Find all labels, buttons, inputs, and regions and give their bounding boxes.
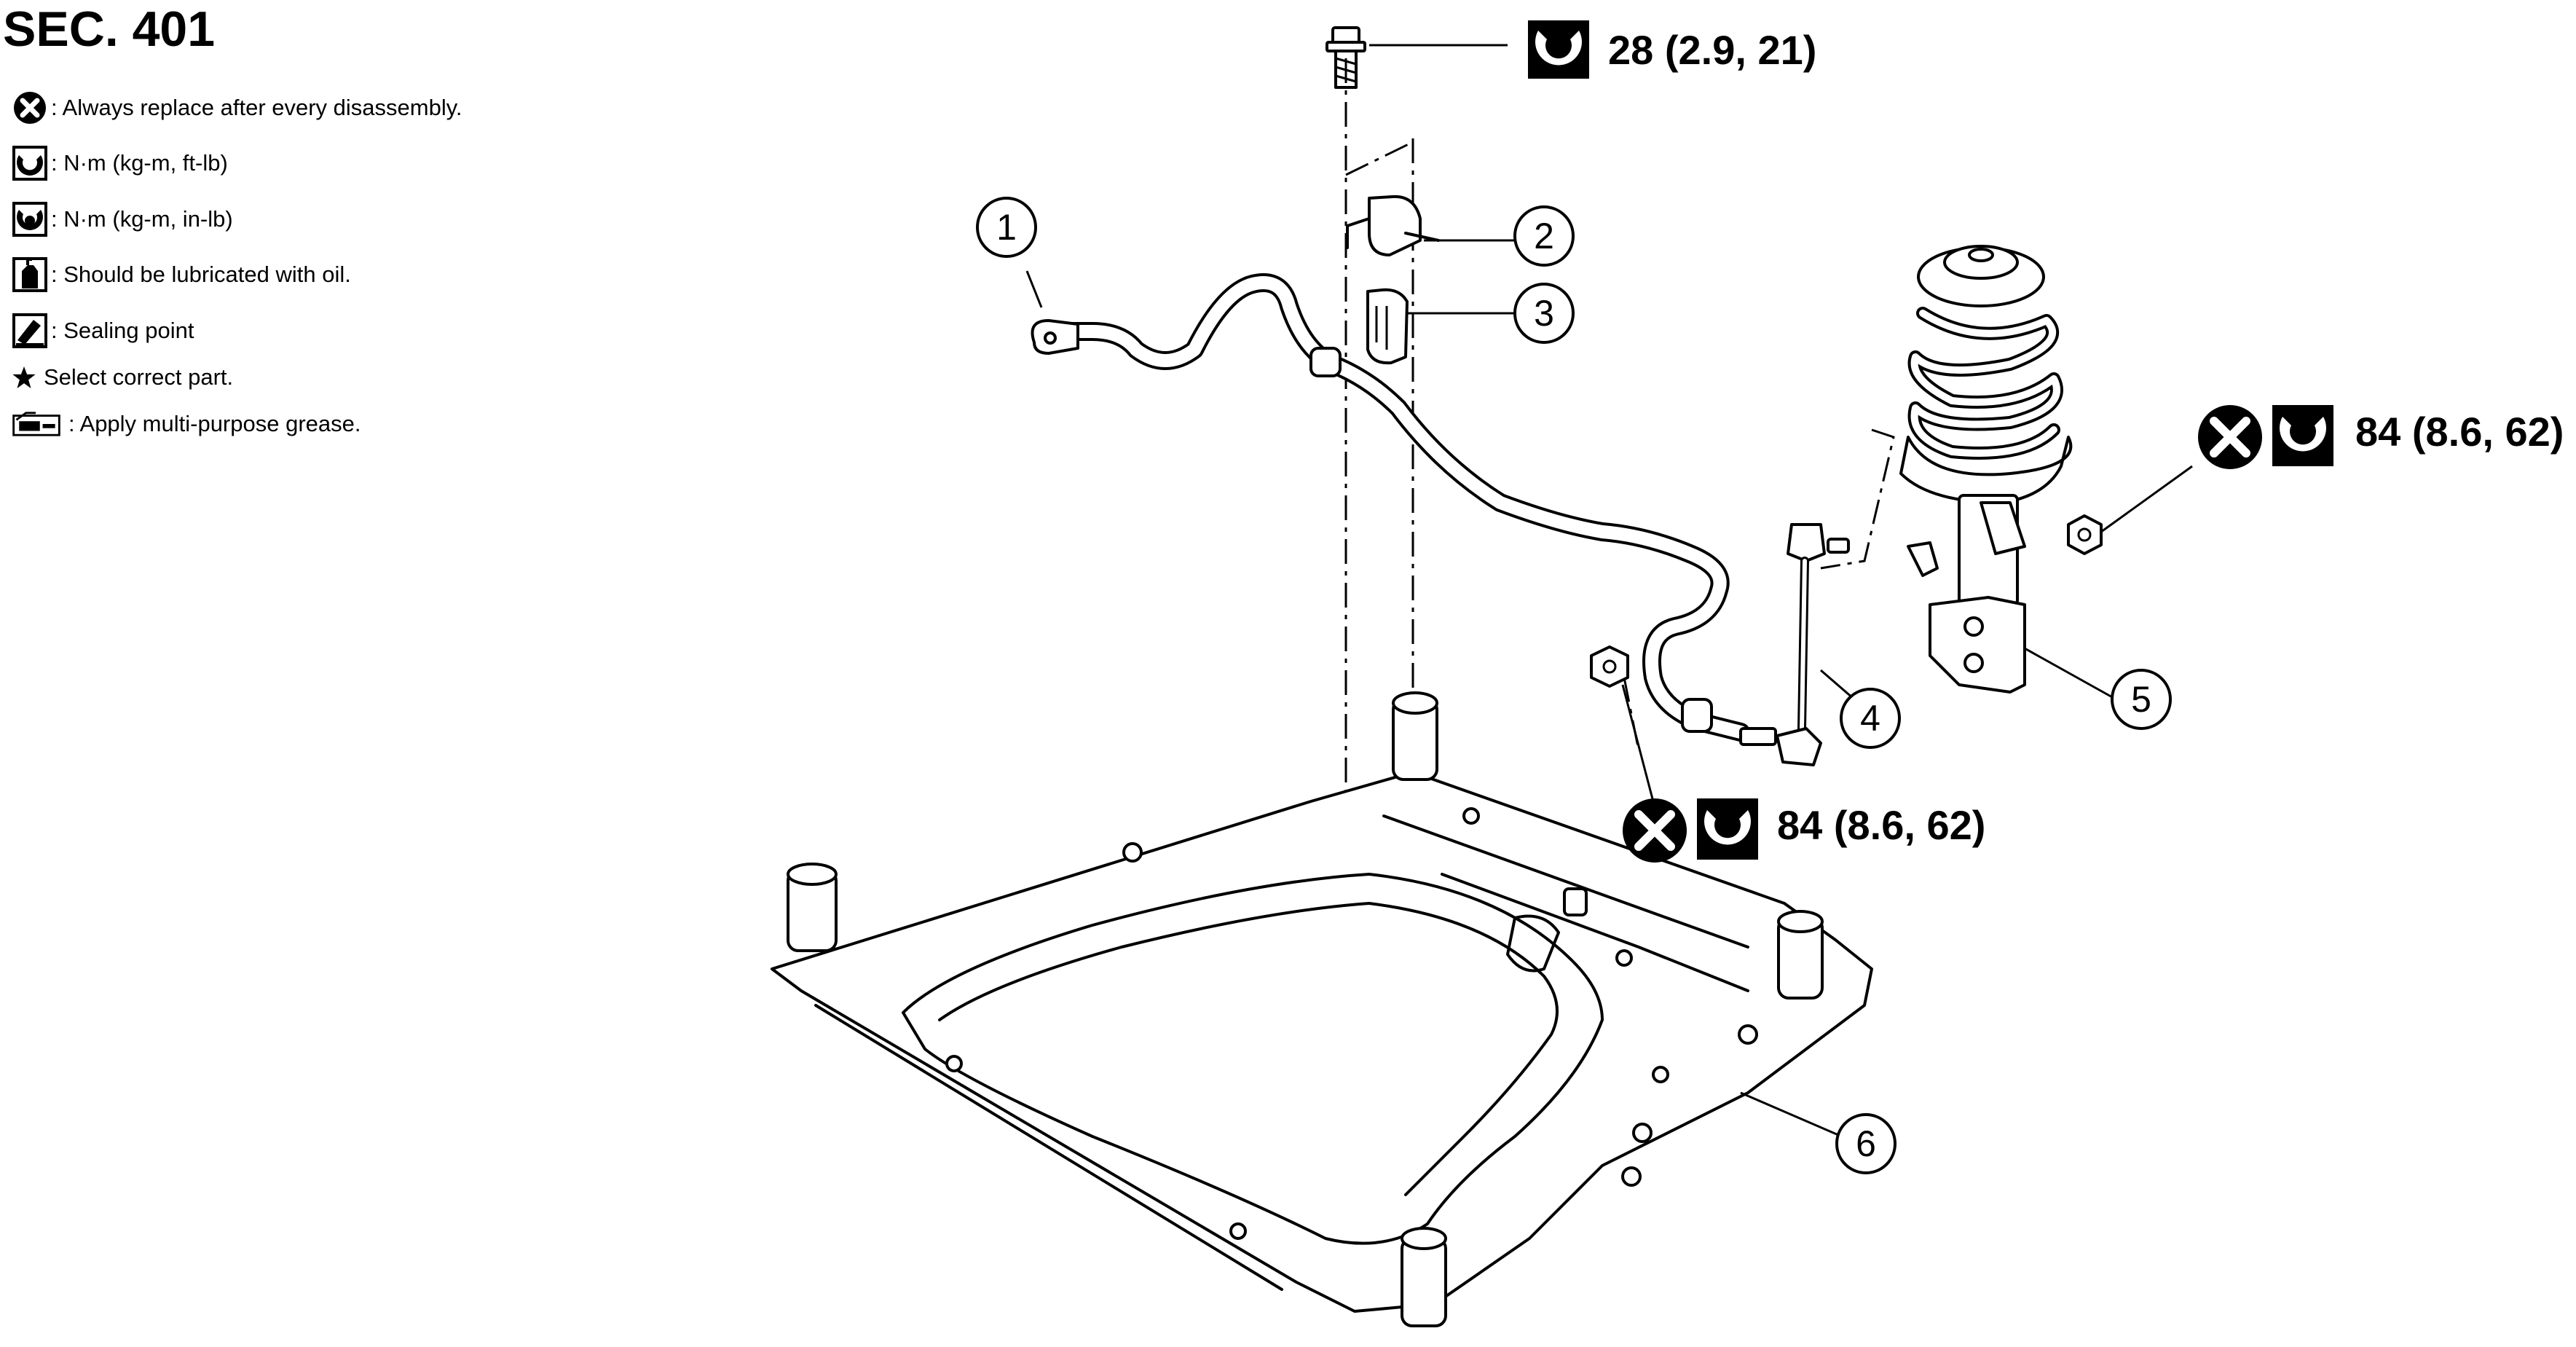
torque-value-strut-nut: 84 (8.6, 62) (2355, 409, 2564, 455)
legend-text: Select correct part. (44, 364, 234, 390)
callout-2-clamp: 2 (1513, 205, 1575, 267)
strut-nut (2067, 465, 2193, 555)
callout-6-member: 6 (1835, 1113, 1896, 1174)
torque-nm-inlb-icon (12, 202, 47, 237)
stabilizer-bar (1025, 270, 1750, 742)
legend-text: : Always replace after every disassembly… (51, 95, 462, 120)
clamp-bracket (1346, 195, 1522, 256)
always-replace-icon (14, 92, 46, 124)
torque-icon-link (1697, 798, 1758, 860)
torque-icon-top (1528, 20, 1589, 79)
legend-row-lubricate: : Should be lubricated with oil. (12, 253, 351, 297)
torque-value-top-bolt: 28 (2.9, 21) (1608, 27, 1817, 73)
legend-row-torque-inlb: : N·m (kg-m, in-lb) (12, 197, 233, 241)
legend-row-sealing: : Sealing point (12, 309, 194, 353)
torque-value-link-nut: 84 (8.6, 62) (1777, 802, 1986, 848)
section-title: SEC. 401 (3, 1, 216, 57)
legend-text: : Sealing point (51, 318, 194, 343)
stabilizer-bushing (1366, 288, 1522, 365)
lubricate-oil-icon (12, 257, 47, 292)
callout-3-bushing: 3 (1513, 283, 1575, 344)
legend-row-torque-ftlb: : N·m (kg-m, ft-lb) (12, 141, 228, 185)
callout-1-stabilizer-bar: 1 (976, 197, 1037, 258)
legend-row-grease: : Apply multi-purpose grease. (12, 402, 361, 446)
legend-row-select-part: Select correct part. (12, 356, 233, 399)
strut-assembly (1899, 245, 2114, 699)
legend-text: : N·m (kg-m, ft-lb) (51, 150, 228, 176)
top-bolt (1326, 26, 1508, 89)
legend-text: : Should be lubricated with oil. (51, 262, 351, 287)
star-icon (12, 366, 36, 388)
always-replace-icon-strut (2198, 405, 2262, 469)
callout-4-link: 4 (1840, 688, 1901, 749)
legend-row-always-replace: : Always replace after every disassembly… (12, 86, 462, 130)
callout-5-strut: 5 (2111, 669, 2172, 730)
torque-icon-strut (2272, 405, 2333, 466)
sealing-point-icon (12, 313, 47, 348)
always-replace-icon-link (1623, 798, 1687, 863)
link-nut (1590, 645, 1656, 808)
legend-text: : N·m (kg-m, in-lb) (51, 206, 233, 232)
grease-icon (12, 412, 60, 436)
legend-text: : Apply multi-purpose grease. (68, 411, 361, 436)
suspension-member (771, 691, 1873, 1327)
torque-nm-ftlb-icon (12, 146, 47, 181)
